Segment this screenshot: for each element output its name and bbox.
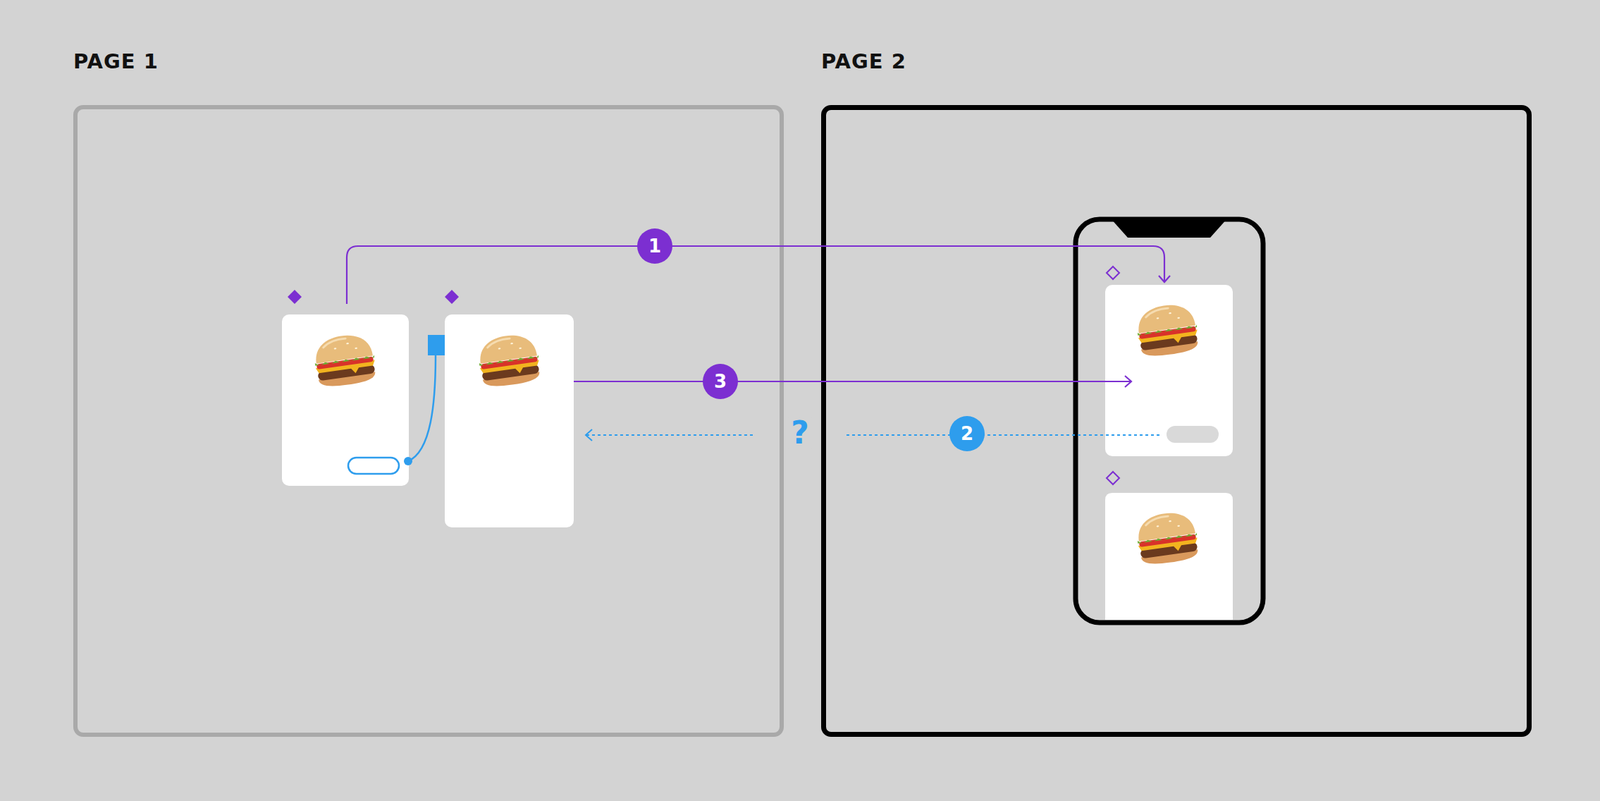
page-title: PAGE 2 [821,48,907,75]
instance-card [1105,284,1233,457]
burger-image [475,331,543,389]
flow-arrow [573,380,1131,383]
callout-number: 3 [702,363,738,399]
burger-image [1134,300,1201,359]
button-pill [1166,425,1219,443]
dashed-arrow [845,434,1160,436]
component-icon [287,289,459,304]
arrowhead [585,429,593,441]
burger-image [1134,508,1201,566]
instance-card [1105,492,1233,620]
callout-number: 2 [949,415,985,452]
component-card [281,314,409,486]
arrowhead [1158,275,1171,282]
page-title: PAGE 1 [73,48,159,75]
page-frame: PAGE 1 [73,105,784,737]
burger-image [311,331,378,389]
flow-arrow [346,245,1165,304]
component-card [444,314,574,528]
dashed-arrow [586,434,753,436]
link-target [427,334,445,356]
instance-icon [1106,266,1120,485]
phone-notch [1110,217,1228,238]
callout-number: 1 [637,228,673,264]
question-mark: ? [788,415,812,450]
prototype-link [408,355,436,461]
arrowhead [1124,375,1132,387]
link-dot [403,456,413,466]
phone-outline [1075,219,1264,623]
button-outline [348,457,399,474]
